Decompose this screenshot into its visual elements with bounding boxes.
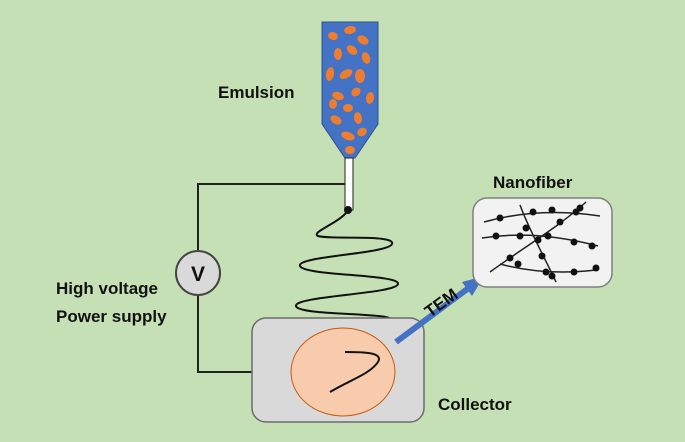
- droplet: [330, 115, 342, 125]
- voltmeter: [175, 250, 221, 296]
- deposited-fiber: [329, 351, 381, 393]
- fiber-bead: [556, 218, 564, 226]
- power-supply-label-line1: High voltage: [56, 279, 158, 298]
- fiber-bead: [514, 260, 522, 268]
- fiber-bead: [492, 232, 500, 240]
- fiber-bead: [592, 264, 600, 272]
- fiber-bead: [529, 208, 537, 216]
- droplet: [357, 35, 369, 45]
- fiber-bead: [542, 268, 550, 276]
- droplet: [361, 52, 371, 64]
- fiber-bead: [548, 206, 556, 214]
- fiber-bead: [544, 232, 552, 240]
- fiber-bead: [516, 232, 524, 240]
- fiber-bead: [570, 238, 578, 246]
- wire-bottom: [197, 296, 262, 373]
- droplet: [351, 87, 361, 97]
- wire-top: [197, 183, 345, 250]
- fiber-bead: [538, 252, 546, 260]
- fiber-bead: [548, 272, 556, 280]
- droplet: [343, 104, 353, 112]
- emulsion-droplets: [325, 25, 375, 154]
- power-supply-label-line2: Power supply: [56, 307, 167, 326]
- droplet: [346, 45, 358, 55]
- emulsion-label: Emulsion: [218, 83, 295, 102]
- collector-disc: [290, 327, 396, 417]
- droplet: [341, 131, 355, 141]
- droplet: [339, 69, 353, 79]
- syringe-needle: [344, 157, 354, 211]
- droplet: [345, 146, 355, 154]
- fiber-bead: [570, 268, 578, 276]
- droplet: [334, 48, 342, 60]
- droplet: [332, 91, 344, 101]
- droplet: [328, 31, 338, 41]
- fiber-bead: [534, 236, 542, 244]
- nanofiber-inset: [472, 197, 613, 288]
- nanofiber-beads: [492, 204, 600, 280]
- fiber-bead: [576, 204, 584, 212]
- fiber-bead: [522, 224, 530, 232]
- droplet: [355, 69, 365, 83]
- fiber-bead: [506, 254, 514, 262]
- droplet: [357, 127, 367, 137]
- droplet: [329, 99, 337, 109]
- droplet: [344, 25, 356, 35]
- tem-label: TEM: [421, 285, 461, 321]
- nanofiber-label: Nanofiber: [493, 173, 573, 192]
- voltmeter-label: V: [191, 263, 205, 286]
- collector-label: Collector: [438, 395, 512, 414]
- fiber-bead: [588, 242, 596, 250]
- tem-arrow: [394, 281, 476, 345]
- droplet: [325, 67, 335, 81]
- droplet: [353, 112, 363, 124]
- fiber-bead: [496, 214, 504, 222]
- droplet: [365, 92, 375, 104]
